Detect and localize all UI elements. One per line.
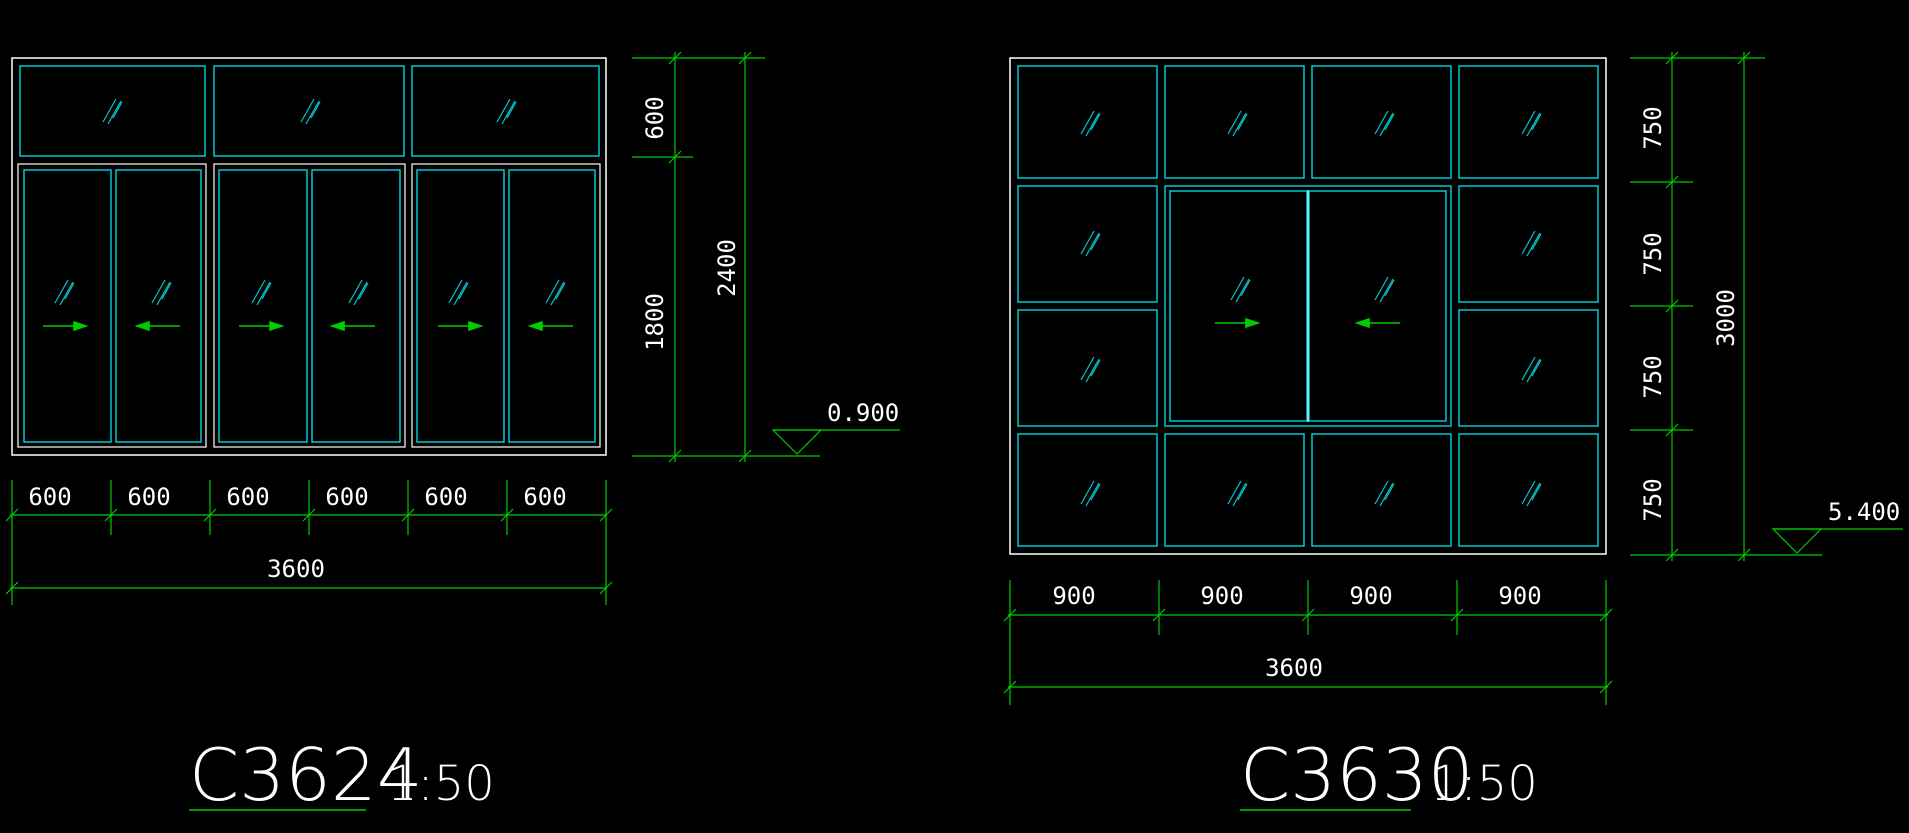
glass-hatch-icon	[448, 279, 469, 306]
transom-pane	[411, 65, 600, 157]
window-c3624: 600 600 600 600 600 600 3600 600 1800 24…	[5, 51, 900, 817]
slide-left-arrow-icon	[527, 320, 573, 332]
height-label: 600	[641, 96, 669, 139]
level-label: 0.900	[827, 399, 899, 427]
glass-hatch-icon	[1521, 110, 1542, 137]
height-label: 750	[1639, 478, 1667, 521]
window-c3630-outer-frame	[1009, 57, 1607, 555]
glass-hatch-icon	[102, 98, 123, 125]
glass-hatch-icon	[300, 98, 321, 125]
scale-label: 1:50	[387, 756, 495, 812]
glass-hatch-icon	[1230, 276, 1251, 303]
glass-hatch-icon	[545, 279, 566, 306]
transom-pane	[213, 65, 405, 157]
total-height-label: 3000	[1712, 289, 1740, 347]
window-title: C3624	[189, 733, 423, 817]
fixed-pane	[1017, 433, 1158, 547]
scale-label: 1:50	[1430, 756, 1538, 812]
slide-right-arrow-icon	[239, 320, 285, 332]
width-label: 600	[28, 483, 71, 511]
glass-hatch-icon	[1374, 110, 1395, 137]
sliding-sash	[508, 169, 596, 443]
fixed-pane	[1017, 309, 1158, 427]
slide-left-arrow-icon	[134, 320, 180, 332]
glass-hatch-icon	[1521, 230, 1542, 257]
glass-hatch-icon	[1227, 110, 1248, 137]
glass-hatch-icon	[1080, 480, 1101, 507]
height-dimensions	[1630, 51, 1822, 562]
glass-hatch-icon	[496, 98, 517, 125]
width-label: 900	[1349, 582, 1392, 610]
glass-hatch-icon	[1374, 276, 1395, 303]
fixed-pane	[1311, 65, 1452, 179]
width-label: 600	[523, 483, 566, 511]
glass-hatch-icon	[151, 279, 172, 306]
width-dimensions	[5, 480, 613, 605]
central-sliding-frame	[1164, 185, 1452, 427]
glass-hatch-icon	[1521, 480, 1542, 507]
height-label: 750	[1639, 355, 1667, 398]
sliding-sash	[23, 169, 112, 443]
width-label: 600	[424, 483, 467, 511]
width-label: 900	[1200, 582, 1243, 610]
sliding-sash	[115, 169, 202, 443]
width-dimensions	[1003, 580, 1613, 705]
fixed-pane	[1164, 65, 1305, 179]
level-marker-icon	[771, 429, 900, 455]
sliding-sash	[1308, 190, 1447, 422]
width-label: 900	[1052, 582, 1095, 610]
fixed-pane	[1017, 185, 1158, 303]
fixed-pane	[1458, 433, 1599, 547]
glass-hatch-icon	[54, 279, 75, 306]
glass-hatch-icon	[251, 279, 272, 306]
height-label: 1800	[641, 293, 669, 351]
glass-hatch-icon	[1521, 356, 1542, 383]
total-height-label: 2400	[713, 239, 741, 297]
glass-hatch-icon	[1080, 230, 1101, 257]
level-marker-icon	[1771, 528, 1903, 554]
sliding-unit-frame	[411, 163, 601, 448]
width-label: 600	[226, 483, 269, 511]
level-label: 5.400	[1828, 498, 1900, 526]
total-width-label: 3600	[1265, 654, 1323, 682]
sliding-sash	[1169, 190, 1308, 422]
window-title: C3630	[1240, 733, 1474, 817]
width-label: 600	[127, 483, 170, 511]
glass-hatch-icon	[348, 279, 369, 306]
width-label: 600	[325, 483, 368, 511]
fixed-pane	[1458, 309, 1599, 427]
glass-hatch-icon	[1080, 110, 1101, 137]
slide-right-arrow-icon	[43, 320, 89, 332]
slide-right-arrow-icon	[1215, 317, 1261, 329]
height-label: 750	[1639, 106, 1667, 149]
slide-left-arrow-icon	[1354, 317, 1400, 329]
fixed-pane	[1311, 433, 1452, 547]
glass-hatch-icon	[1227, 480, 1248, 507]
width-label: 900	[1498, 582, 1541, 610]
sliding-unit-frame	[17, 163, 207, 448]
sliding-sash	[311, 169, 401, 443]
fixed-pane	[1458, 65, 1599, 179]
sliding-sash	[218, 169, 308, 443]
fixed-pane	[1164, 433, 1305, 547]
fixed-pane	[1458, 185, 1599, 303]
window-c3630: 900 900 900 900 3600 750 750 750 750 300…	[1003, 51, 1903, 817]
slide-right-arrow-icon	[438, 320, 484, 332]
height-dimensions	[632, 51, 820, 463]
fixed-pane	[1017, 65, 1158, 179]
transom-pane	[19, 65, 206, 157]
total-width-label: 3600	[267, 555, 325, 583]
sliding-sash	[416, 169, 505, 443]
glass-hatch-icon	[1374, 480, 1395, 507]
slide-left-arrow-icon	[329, 320, 375, 332]
height-label: 750	[1639, 232, 1667, 275]
sliding-unit-frame	[213, 163, 406, 448]
glass-hatch-icon	[1080, 356, 1101, 383]
window-c3624-outer-frame	[11, 57, 607, 456]
